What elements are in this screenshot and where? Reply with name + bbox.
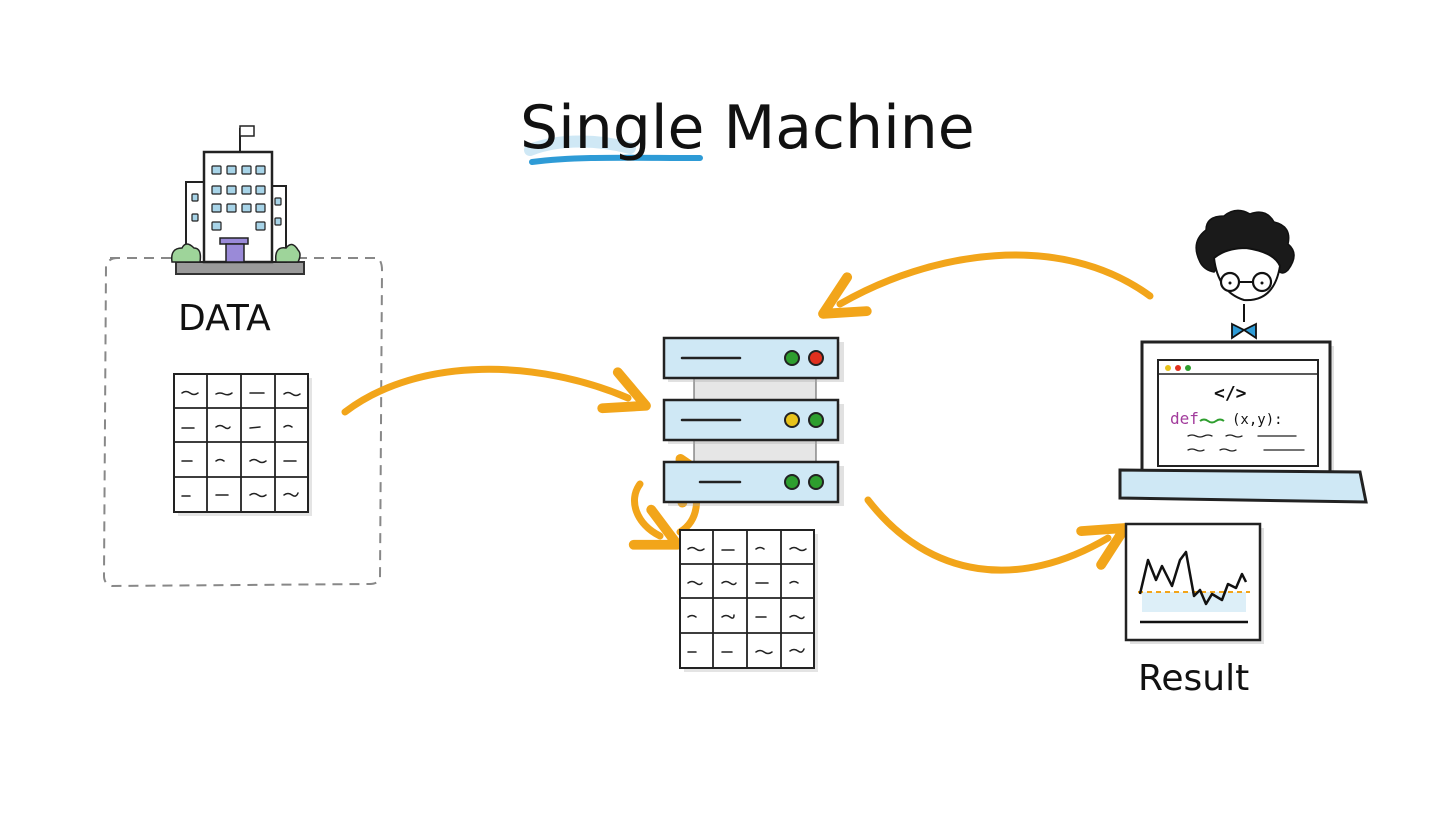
server-data-table-icon: [679, 529, 818, 672]
diagram-title: Single Machine: [520, 93, 975, 163]
code-def-keyword: def: [1170, 409, 1199, 428]
office-building-icon: [170, 125, 305, 275]
arrow-server-to-result: [864, 496, 1130, 574]
arrow-data-to-server: [341, 365, 651, 416]
code-tag-text: </>: [1214, 383, 1247, 404]
title-group: Single Machine: [520, 93, 975, 165]
title-underline: [529, 154, 703, 165]
server-rack-icon: [662, 336, 844, 506]
arrow-developer-to-server: [818, 251, 1154, 319]
laptop-icon: </> def (x,y):: [1118, 340, 1368, 504]
data-table-icon: [173, 373, 312, 516]
data-source-group: DATA: [102, 125, 384, 588]
developer-avatar-icon: [1195, 209, 1295, 340]
data-boundary-box: [102, 257, 384, 588]
arrow-server-to-disk: [628, 480, 683, 550]
result-label: Result: [1138, 658, 1249, 699]
result-chart-icon: [1124, 522, 1264, 644]
code-args-text: (x,y):: [1232, 412, 1283, 428]
data-label: DATA: [178, 298, 271, 339]
